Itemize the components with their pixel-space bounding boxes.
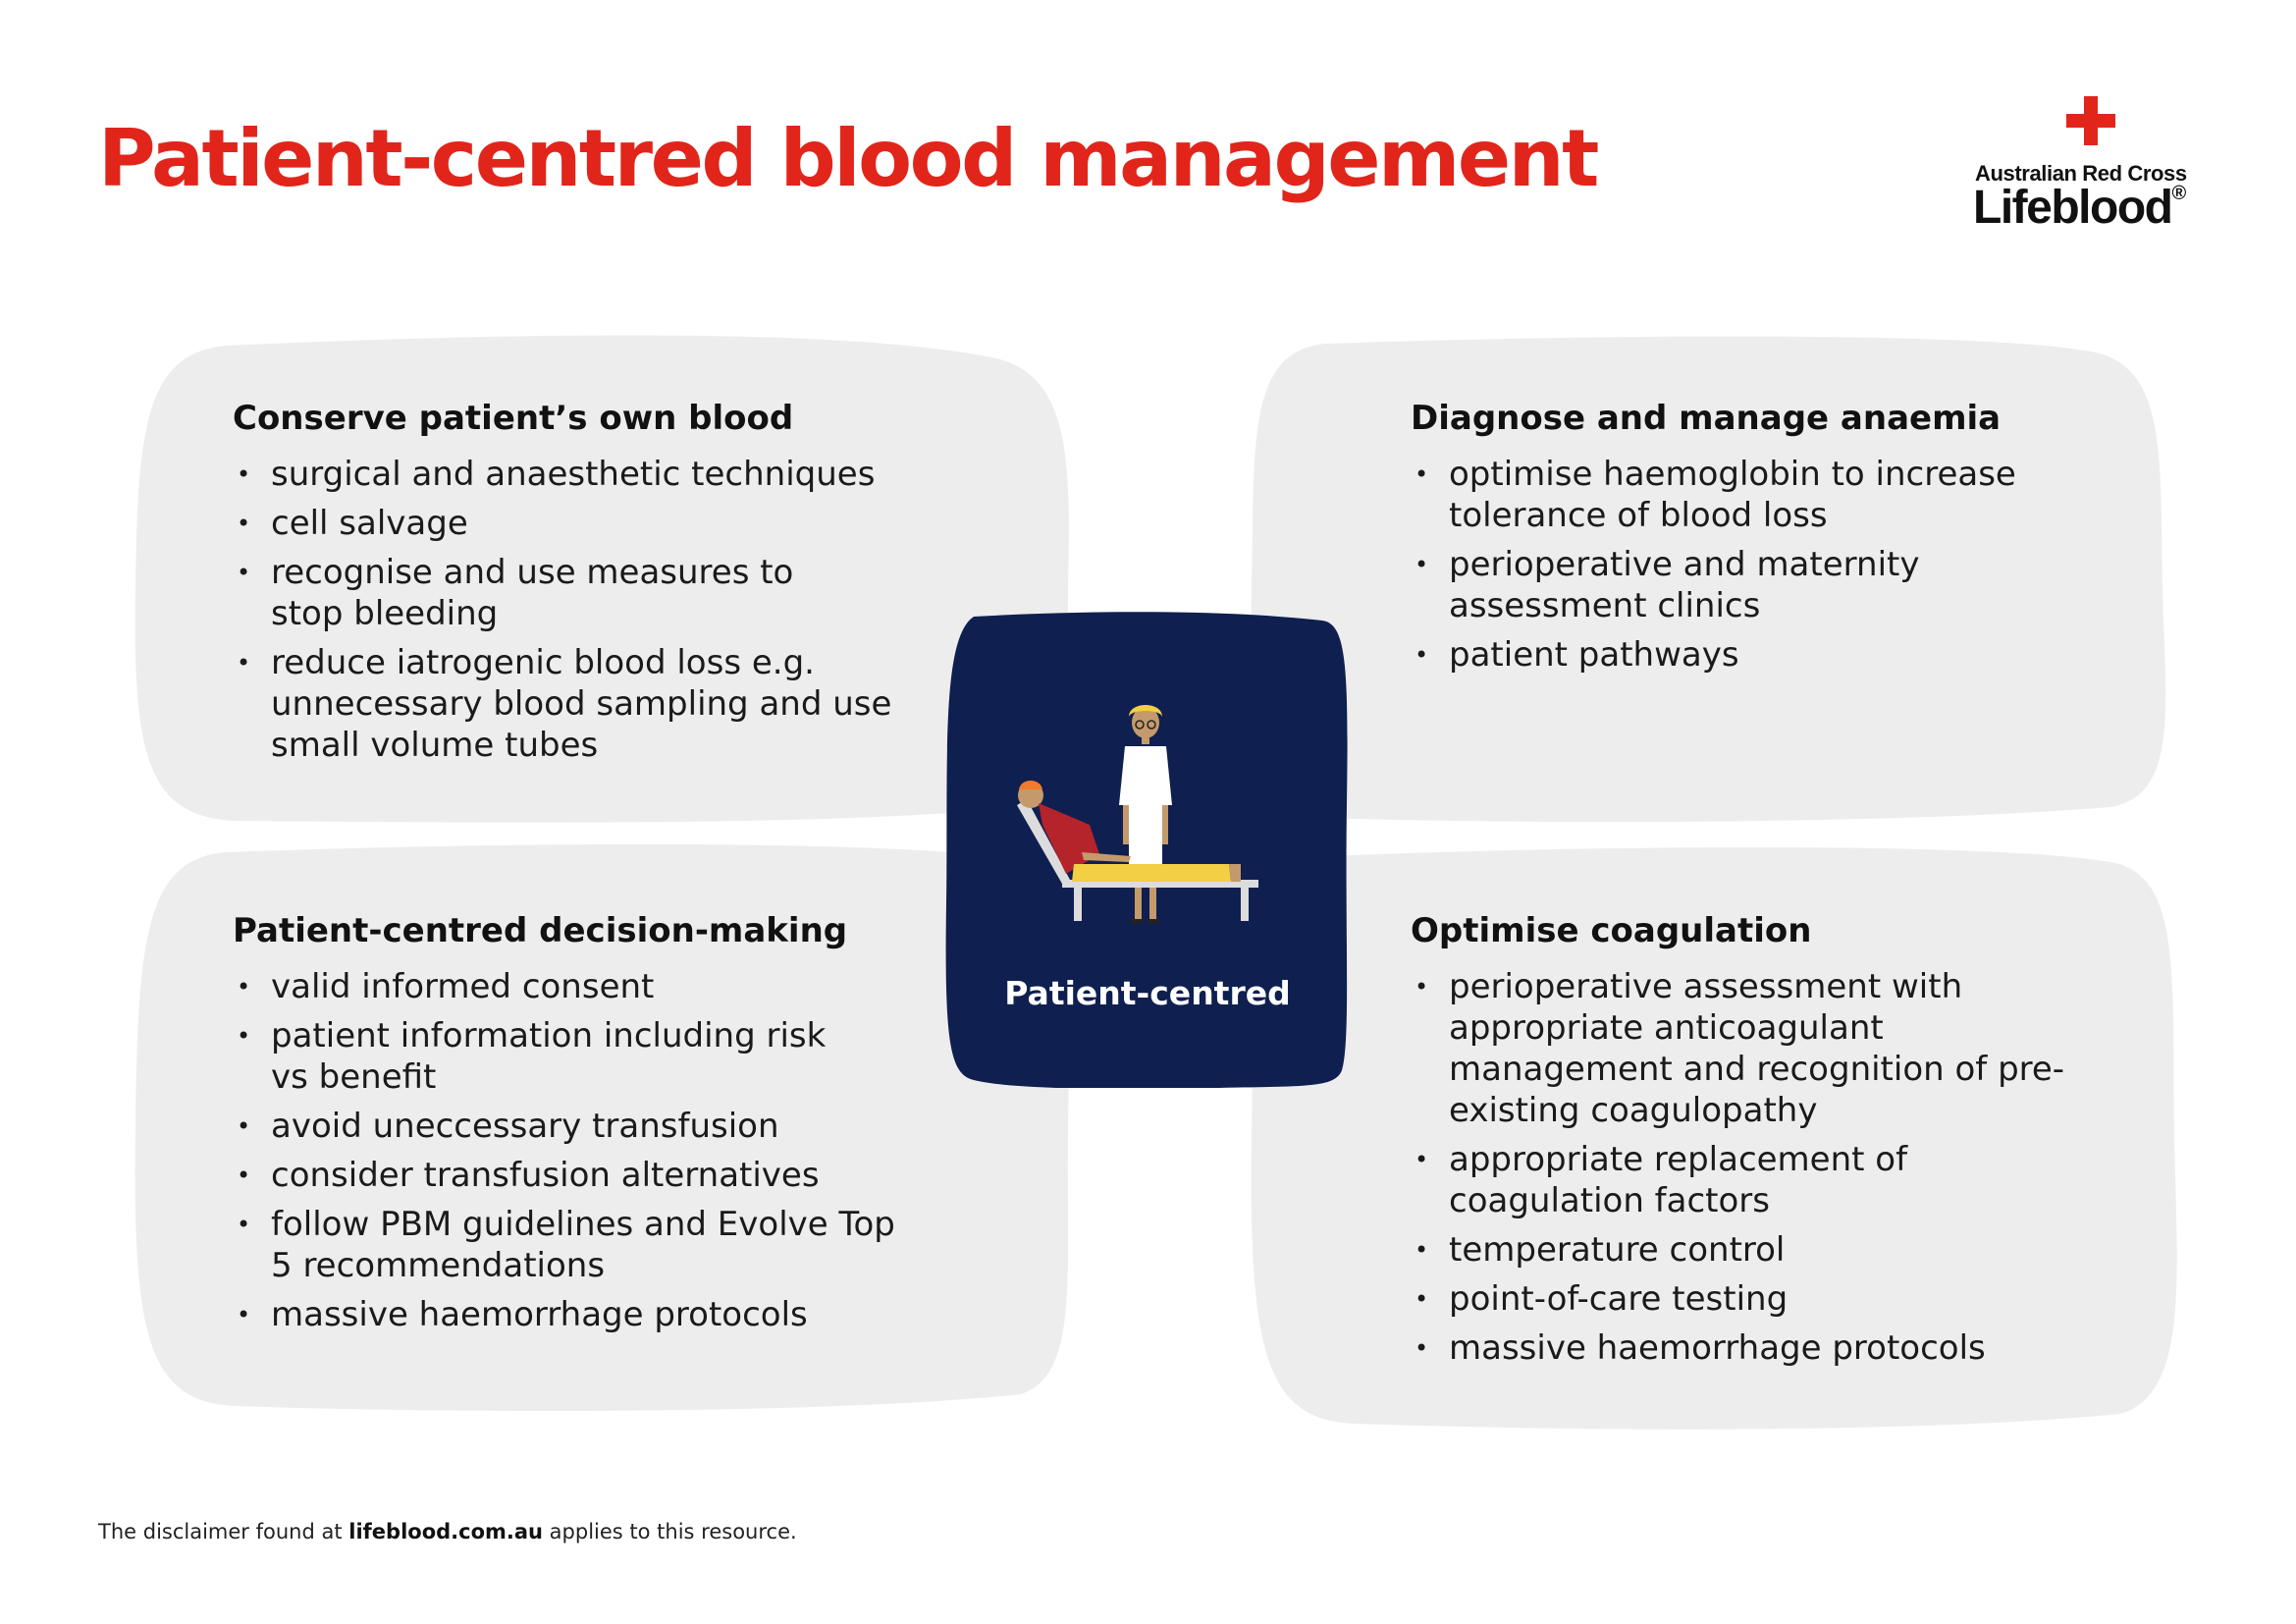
bullet-icon: •	[237, 460, 251, 488]
panel-bg-decision	[134, 843, 1069, 1411]
center-card: Patient-centred	[944, 609, 1351, 1088]
list-item: •massive haemorrhage protocols	[1415, 1328, 1986, 1368]
bullet-icon: •	[1415, 1146, 1429, 1173]
bullet-icon: •	[237, 1211, 251, 1238]
lifeblood-logo: Australian Red Cross Lifeblood®	[1973, 96, 2238, 244]
bed-figure	[1017, 799, 1258, 921]
panel-conserve-blood: Conserve patient’s own blood •surgical a…	[233, 397, 979, 774]
bullet-icon: •	[1415, 973, 1429, 1001]
bullet-icon: •	[1415, 1334, 1429, 1362]
list-item: •follow PBM guidelines and Evolve Top 5 …	[237, 1205, 895, 1285]
list-item: •appropriate replacement of coagulation …	[1415, 1140, 1908, 1220]
list-item: •massive haemorrhage protocols	[237, 1295, 808, 1334]
panel-diagnose-anaemia: Diagnose and manage anaemia •optimise ha…	[1411, 397, 2078, 683]
page-title: Patient-centred blood management	[98, 113, 1599, 204]
panel-heading: Optimise coagulation	[1411, 911, 1812, 950]
panel-optimise-coagulation: Optimise coagulation •perioperative asse…	[1411, 909, 2117, 1377]
list-item: •point-of-care testing	[1415, 1279, 1789, 1319]
bullet-icon: •	[237, 1022, 251, 1050]
center-card-label: Patient-centred	[1004, 974, 1291, 1012]
list-item: •surgical and anaesthetic techniques	[237, 455, 876, 494]
bullet-icon: •	[237, 649, 251, 677]
list-item: •valid informed consent	[237, 967, 655, 1006]
bullet-icon: •	[1415, 641, 1429, 669]
nurse-and-patient-illustration	[1017, 705, 1258, 924]
panel-heading: Conserve patient’s own blood	[233, 399, 794, 438]
bullet-icon: •	[237, 1112, 251, 1140]
logo-brand-name: Lifeblood®	[1973, 182, 2187, 234]
list-item: •perioperative and maternity assessment …	[1415, 545, 1920, 625]
bullet-icon: •	[237, 510, 251, 537]
disclaimer-footer: The disclaimer found at lifeblood.com.au…	[98, 1520, 797, 1543]
nurse-figure	[1119, 705, 1172, 924]
logo-org-name: Australian Red Cross	[1975, 161, 2187, 186]
list-item: •patient pathways	[1415, 635, 1739, 675]
registered-mark: ®	[2171, 183, 2187, 204]
lifeblood-link[interactable]: lifeblood.com.au	[348, 1520, 543, 1543]
list-item: •avoid uneccessary transfusion	[237, 1107, 779, 1146]
bullet-icon: •	[237, 1301, 251, 1328]
bullet-icon: •	[237, 559, 251, 586]
list-item: •optimise haemoglobin to increase tolera…	[1415, 455, 2016, 535]
bullet-list: •surgical and anaesthetic techniques •ce…	[233, 454, 979, 766]
bullet-icon: •	[237, 1162, 251, 1189]
bullet-icon: •	[1415, 551, 1429, 578]
list-item: •temperature control	[1415, 1230, 1786, 1270]
panel-decision-making: Patient-centred decision-making •valid i…	[233, 909, 979, 1343]
list-item: •patient information including risk vs b…	[237, 1016, 827, 1097]
bullet-icon: •	[1415, 1285, 1429, 1313]
list-item: •consider transfusion alternatives	[237, 1156, 820, 1195]
panel-bg-coagulation	[1251, 846, 2177, 1430]
red-cross-icon	[2066, 96, 2115, 145]
bullet-icon: •	[237, 973, 251, 1001]
list-item: •perioperative assessment with appropria…	[1415, 967, 2065, 1130]
list-item: •recognise and use measures to stop blee…	[237, 553, 794, 633]
panel-bg-anaemia	[1251, 336, 2166, 823]
bullet-icon: •	[1415, 1236, 1429, 1264]
panel-bg-conserve	[134, 335, 1069, 823]
patient-figure	[1018, 781, 1241, 882]
panel-heading: Patient-centred decision-making	[233, 911, 848, 950]
bullet-list: •perioperative assessment with appropria…	[1411, 966, 2117, 1369]
bullet-list: •optimise haemoglobin to increase tolera…	[1411, 454, 2078, 676]
list-item: •reduce iatrogenic blood loss e.g. unnec…	[237, 643, 892, 765]
bullet-list: •valid informed consent •patient informa…	[233, 966, 979, 1335]
panel-heading: Diagnose and manage anaemia	[1411, 399, 2002, 438]
list-item: •cell salvage	[237, 504, 468, 543]
bullet-icon: •	[1415, 460, 1429, 488]
